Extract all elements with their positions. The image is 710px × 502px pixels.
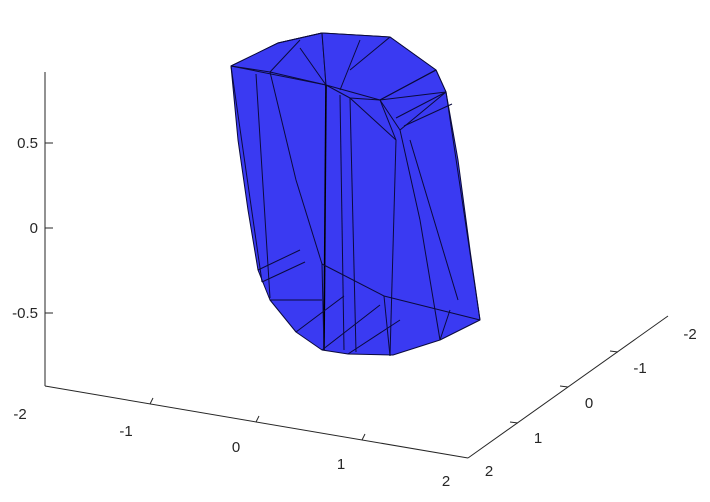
solid-surface [230,32,481,357]
surface-edge [321,304,381,351]
y-tick-mark [609,350,619,353]
surface-edge [321,263,385,297]
surface-edge [399,129,421,221]
surface-edge [409,139,459,301]
surface-edge [383,295,391,357]
surface-edge [339,39,361,91]
y-tick-mark [509,421,519,424]
surface-edge [349,97,397,141]
surface-edge [295,179,323,265]
surface-edge [269,39,301,73]
surface-edge [419,219,441,341]
surface-edge [379,69,437,101]
y-tick-label: -2 [683,326,696,343]
z-tick-label: 0 [30,220,38,237]
x-tick-label: -2 [13,406,26,423]
surface-edge [261,261,306,283]
surface-edge [295,295,345,333]
surface-ridge [323,84,327,351]
surface-edge [439,309,451,341]
surface-edge [379,91,447,101]
surface-edge [257,249,301,271]
surface-edge [349,36,391,71]
x-tick-label: 0 [232,439,240,456]
surface-edge [277,32,323,44]
y-tick-label: 2 [485,463,493,480]
y-tick-mark [559,385,569,388]
surface-edge [269,71,297,181]
axes-group [44,72,669,459]
surface-edge [230,65,263,283]
surface-edge [379,99,397,141]
surface-edge [339,94,345,351]
z-tick-label: -0.5 [12,305,38,322]
surface-edge [255,73,271,299]
surface-edge [349,97,357,353]
surface-edge [321,263,325,351]
surface-edge [230,65,327,86]
y-tick-label: 1 [534,430,542,447]
surface-edge [389,139,397,357]
surface-edge [403,103,453,127]
x-tick-label: -1 [119,423,132,440]
surface-edge [347,319,401,355]
surface-edge [445,91,481,321]
x-tick-mark [149,397,154,405]
tick-labels: 0.5 0 -0.5 -2 -1 0 1 2 -2 -1 0 1 2 [12,135,697,490]
z-tick-label: 0.5 [17,135,38,152]
x-tick-mark [255,415,260,423]
y-tick-label: -1 [633,360,646,377]
x-tick-label: 2 [442,473,450,490]
x-tick-mark [361,433,366,441]
surface-edge [299,47,327,86]
y-tick-label: 0 [585,395,593,412]
surface-edge [383,295,481,321]
surface-edge [325,84,381,101]
x-tick-label: 1 [337,456,345,473]
surface-edge [395,91,447,119]
